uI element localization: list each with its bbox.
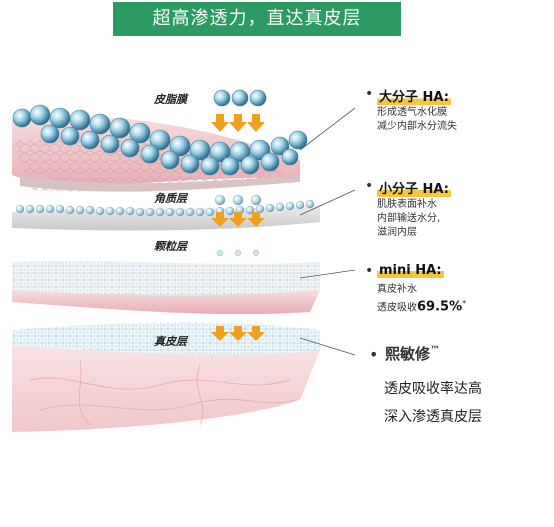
annotation-small-ha-line: 滋润内层 bbox=[377, 227, 417, 238]
granular-layer-grid bbox=[12, 261, 320, 297]
annotation-small-ha-title: 小分子 HA: bbox=[377, 182, 451, 197]
annotation-large-ha-line: 减少内部水分流失 bbox=[377, 121, 457, 132]
claim-line: 深入渗透真皮层 bbox=[384, 409, 482, 425]
layer-label-cuticle: 角质层 bbox=[154, 192, 187, 205]
annotation-small-ha-line: 肌肤表面补水 bbox=[377, 199, 437, 210]
small-ha-bubbles bbox=[15, 194, 315, 217]
claim-line: 透皮吸收率达高 bbox=[384, 381, 482, 397]
layer-label-granular: 颗粒层 bbox=[154, 240, 187, 253]
brand-name: 熙敏修™ bbox=[385, 345, 441, 363]
dermis-layer-tissue bbox=[12, 346, 320, 432]
granular-layer-pink bbox=[12, 290, 320, 315]
dermis-layer-grid bbox=[12, 322, 320, 355]
large-ha-bubbles bbox=[12, 89, 308, 176]
annotation-mini-ha-title: mini HA: bbox=[377, 263, 444, 278]
leader-lines bbox=[299, 107, 356, 356]
annotation-mini-ha-line: 透皮吸收69.5%* bbox=[377, 299, 467, 315]
bullet-dot: • bbox=[369, 345, 379, 364]
annotation-mini-ha-line: 真皮补水 bbox=[377, 284, 417, 295]
headline-banner: 超高渗透力，直达真皮层 bbox=[113, 2, 401, 36]
layer-label-sebum: 皮脂膜 bbox=[154, 93, 187, 106]
annotation-small-ha-line: 内部输送水分, bbox=[377, 213, 441, 224]
large-ha-sample bbox=[213, 89, 267, 107]
down-arrows bbox=[211, 114, 265, 341]
bullet-dot: • bbox=[365, 178, 374, 194]
bullet-dot: • bbox=[365, 86, 374, 102]
layer-label-dermis: 真皮层 bbox=[154, 335, 187, 348]
bullet-dot: • bbox=[365, 263, 374, 279]
annotation-large-ha-line: 形成透气水化膜 bbox=[377, 107, 447, 118]
absorption-percent: 69.5% bbox=[417, 299, 463, 315]
annotation-large-ha-title: 大分子 HA: bbox=[377, 90, 451, 105]
